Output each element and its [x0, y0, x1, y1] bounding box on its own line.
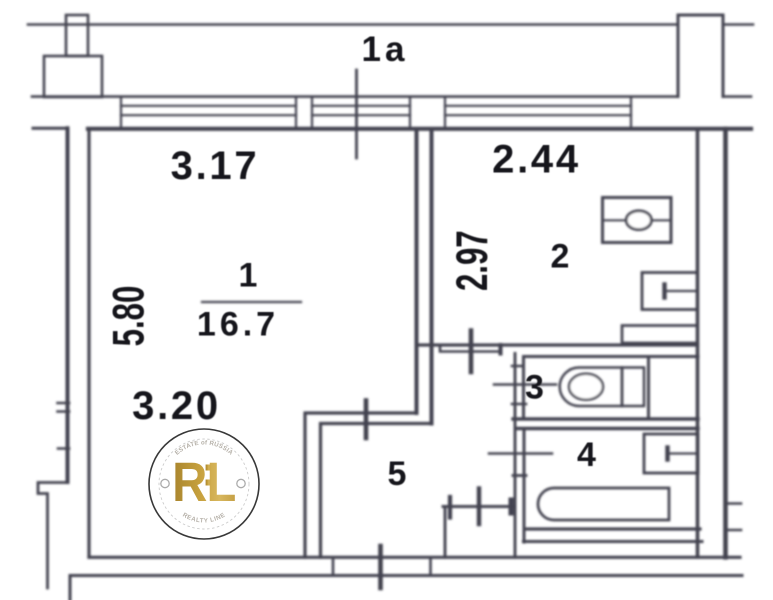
- svg-text:2.97: 2.97: [447, 230, 497, 291]
- svg-text:2.44: 2.44: [492, 138, 581, 182]
- svg-text:3.20: 3.20: [132, 384, 221, 428]
- svg-text:2: 2: [551, 238, 570, 276]
- svg-text:5.80: 5.80: [104, 286, 154, 347]
- svg-text:4: 4: [577, 436, 596, 474]
- svg-text:3.17: 3.17: [171, 144, 260, 188]
- svg-text:1: 1: [239, 257, 258, 295]
- svg-text:5: 5: [388, 455, 407, 493]
- svg-text:1a: 1a: [362, 30, 409, 69]
- svg-text:RL: RL: [172, 452, 235, 514]
- svg-text:16.7: 16.7: [197, 306, 279, 344]
- svg-text:3: 3: [525, 369, 544, 407]
